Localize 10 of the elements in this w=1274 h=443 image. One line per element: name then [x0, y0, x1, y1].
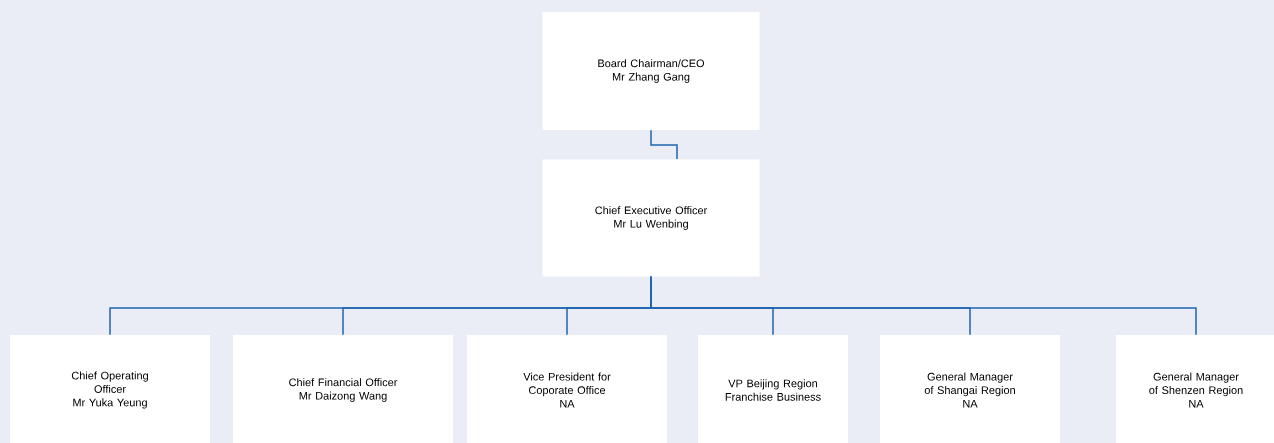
role-box: General Manager of Shenzen Region NA: [1116, 335, 1274, 443]
connector-line: [650, 275, 1197, 336]
role-box: Chief Executive Officer Mr Lu Wenbing: [542, 159, 760, 277]
role-box: Chief Financial Officer Mr Daizong Wang: [233, 335, 453, 443]
role-box: Vice President for Coporate Office NA: [467, 335, 667, 443]
role-box: VP Beijing Region Franchise Business: [698, 335, 848, 443]
role-box: Chief Operating Officer Mr Yuka Yeung: [10, 335, 210, 443]
connector-line: [650, 129, 678, 160]
role-box: General Manager of Shangai Region NA: [880, 335, 1060, 443]
role-box: Board Chairman/CEO Mr Zhang Gang: [542, 12, 760, 130]
